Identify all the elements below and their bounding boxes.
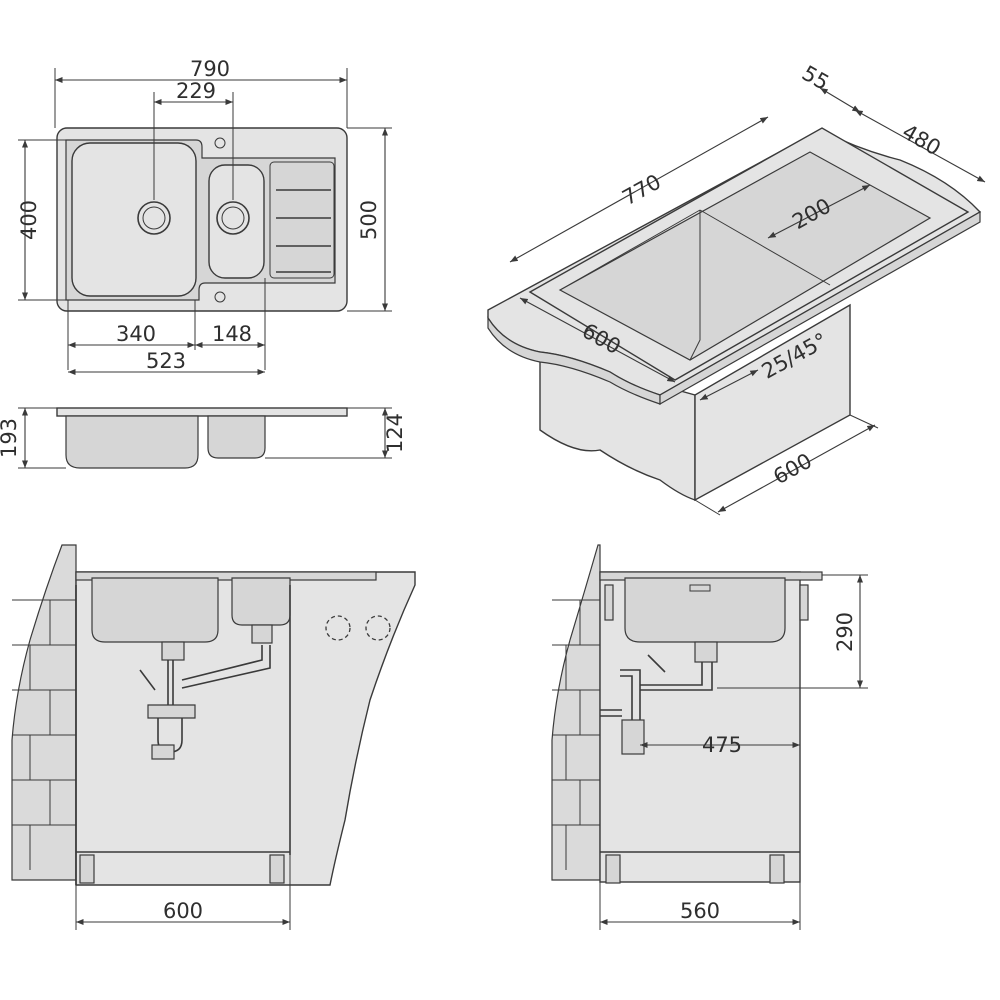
overflow-hole-top xyxy=(214,291,226,303)
countertop-side-edge xyxy=(659,210,981,406)
dim-229-label: 229 xyxy=(176,79,216,103)
dim-line-770 xyxy=(509,116,769,263)
brick-joints-front xyxy=(12,599,76,870)
side-install-view: 290 475 560 xyxy=(551,544,868,930)
main-drain-inner xyxy=(142,206,166,230)
knockout-hole-1 xyxy=(325,615,351,641)
drainboard-ribs xyxy=(276,189,331,273)
main-drain-top xyxy=(137,201,171,235)
dim-148-label: 148 xyxy=(212,322,252,346)
dim-193-label: 193 xyxy=(0,418,21,458)
small-bowl-front xyxy=(231,577,291,626)
dim-400-label: 400 xyxy=(17,200,41,240)
front-install-view: 600 xyxy=(11,544,416,930)
countertop-front xyxy=(75,571,377,581)
side-foot-left xyxy=(605,854,621,884)
cabinet-foot-right xyxy=(269,854,285,884)
dim-790-label: 790 xyxy=(190,57,230,81)
drainboard-top xyxy=(269,161,335,279)
dim-line-480 xyxy=(854,109,986,183)
knockout-hole-2 xyxy=(365,615,391,641)
dim-55-label: 55 xyxy=(798,61,833,95)
main-bowl-side xyxy=(65,415,199,469)
dim-560-label: 560 xyxy=(680,899,720,923)
tap-hole-top xyxy=(214,137,226,149)
top-view: 790 229 400 500 340 148 523 xyxy=(17,57,392,376)
dim-124-label: 124 xyxy=(383,413,407,453)
dim-475-label: 475 xyxy=(702,733,742,757)
dim-600-cabinet-label: 600 xyxy=(163,899,203,923)
rim-side xyxy=(56,407,348,417)
cabinet-front xyxy=(75,571,416,886)
dim-line-200 xyxy=(767,184,871,239)
dim-523-label: 523 xyxy=(146,349,186,373)
small-bowl-side xyxy=(207,415,266,459)
cabinet-foot-left xyxy=(79,854,95,884)
brick-wall-front xyxy=(11,544,77,881)
side-section-view: 193 124 xyxy=(0,407,407,469)
dim-line-angle xyxy=(699,369,759,401)
small-bowl-top xyxy=(208,164,265,279)
small-drain-inner xyxy=(221,206,245,230)
small-drain-top xyxy=(216,201,250,235)
isometric-view: 770 55 480 200 600 25/45° 600 xyxy=(487,61,986,516)
dim-340-label: 340 xyxy=(116,322,156,346)
drain-trap-front xyxy=(139,624,273,760)
side-foot-right xyxy=(769,854,785,884)
dim-line-55 xyxy=(819,87,861,113)
brick-wall-side xyxy=(551,544,601,881)
dim-line-600-front xyxy=(519,297,676,383)
dim-500-label: 500 xyxy=(357,200,381,240)
main-bowl-front xyxy=(91,577,219,643)
brick-joints-side xyxy=(552,599,600,870)
drain-trap-side xyxy=(600,641,718,755)
dim-770-label: 770 xyxy=(618,170,665,210)
dim-290-label: 290 xyxy=(833,612,857,652)
bowl-side-install xyxy=(624,577,786,643)
dim-480-label: 480 xyxy=(898,120,945,161)
dim-line-600-depth xyxy=(717,424,876,513)
main-bowl-top xyxy=(71,142,197,297)
